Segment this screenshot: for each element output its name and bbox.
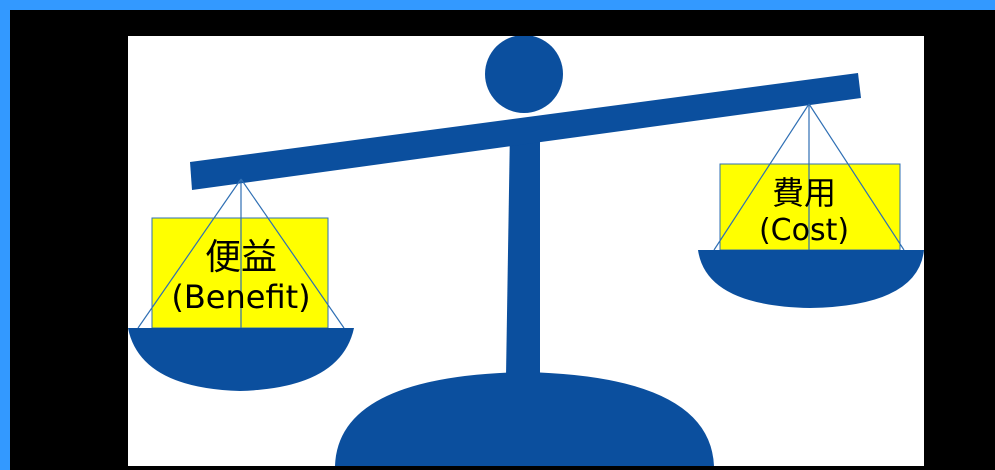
scale-pillar: [506, 128, 540, 376]
left-label-english: (Benefit): [171, 278, 310, 316]
right-label-japanese: 費用: [772, 174, 836, 212]
left-pan-bowl: [128, 328, 354, 391]
right-pan-bowl: [698, 250, 924, 308]
scale-head: [485, 36, 563, 113]
right-label-english: (Cost): [759, 213, 849, 248]
balance-scale-diagram: 便益 (Benefit) 費用 (Cost): [128, 36, 924, 466]
left-pan-group: 便益 (Benefit): [128, 179, 354, 391]
black-frame: 便益 (Benefit) 費用 (Cost): [10, 10, 995, 470]
scale-base: [335, 372, 714, 466]
left-label-japanese: 便益: [205, 237, 277, 278]
right-pan-group: 費用 (Cost): [698, 104, 924, 308]
diagram-canvas: 便益 (Benefit) 費用 (Cost): [128, 36, 924, 466]
